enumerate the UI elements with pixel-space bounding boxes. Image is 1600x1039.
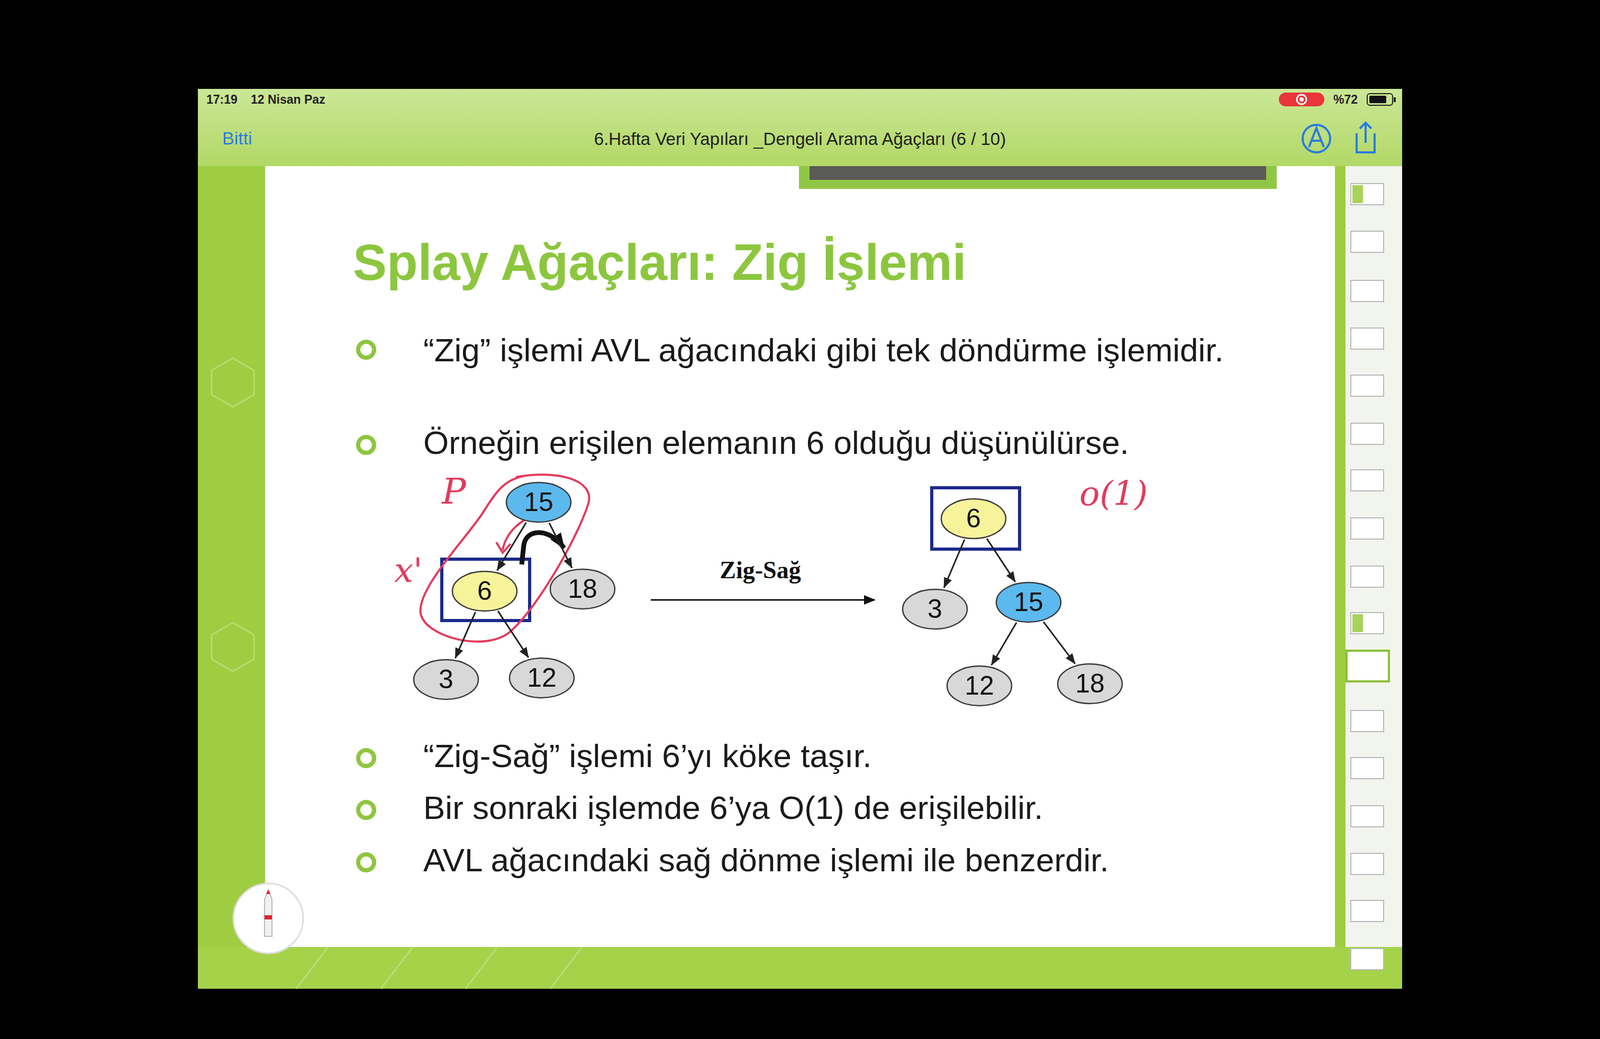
tree-node: 15 bbox=[995, 581, 1062, 624]
node-key: 3 bbox=[438, 664, 454, 695]
node-key: 12 bbox=[526, 662, 557, 693]
record-dot-inner bbox=[1299, 97, 1304, 102]
node-key: 15 bbox=[523, 487, 554, 517]
tree-node: 12 bbox=[508, 657, 576, 699]
tree-node: 15 bbox=[505, 481, 572, 524]
screen-ground bbox=[197, 88, 1403, 989]
rotation-arrow bbox=[521, 532, 565, 565]
pencil-body bbox=[264, 889, 272, 937]
bullet-text: Bir sonraki işlemde 6’ya O(1) de erişile… bbox=[423, 788, 1044, 828]
hex-pattern bbox=[211, 358, 254, 672]
battery-tip bbox=[1393, 97, 1396, 103]
node-key: 6 bbox=[477, 576, 493, 606]
handwritten-note: x' bbox=[394, 550, 423, 592]
slide-top-frame bbox=[798, 166, 1277, 189]
tree-node: 6 bbox=[451, 570, 518, 613]
node-outline bbox=[509, 658, 575, 698]
tree-edge bbox=[943, 539, 965, 588]
node-outline bbox=[452, 571, 517, 612]
node-key: 3 bbox=[927, 594, 943, 624]
tree-edge bbox=[455, 612, 476, 659]
slide bbox=[265, 166, 1335, 948]
slide-title: Splay Ağaçları: Zig İşlemi bbox=[352, 231, 967, 293]
node-key: 15 bbox=[1013, 587, 1044, 617]
battery-level bbox=[1369, 95, 1387, 104]
record-dot bbox=[1296, 94, 1307, 105]
node-key: 6 bbox=[966, 503, 981, 534]
operation-label: Zig-Sağ bbox=[654, 555, 867, 585]
node-outline bbox=[947, 666, 1012, 706]
node-outline bbox=[1057, 664, 1123, 704]
record-pill bbox=[1278, 92, 1325, 107]
pencil-tip bbox=[266, 889, 271, 895]
pencil-button bbox=[233, 883, 304, 954]
battery-percent: %72 bbox=[1333, 92, 1358, 108]
bottom-pattern bbox=[296, 947, 583, 989]
status-date: 12 Nisan Paz bbox=[250, 92, 326, 108]
tree-node: 3 bbox=[412, 658, 480, 701]
tree-edge bbox=[991, 622, 1017, 666]
document-title: 6.Hafta Veri Yapıları _Dengeli Arama Ağa… bbox=[476, 128, 1124, 150]
markup-icon bbox=[1302, 124, 1331, 153]
markup-pen bbox=[1308, 128, 1324, 148]
highlight-box bbox=[441, 559, 530, 621]
left-strip bbox=[197, 166, 266, 948]
thumbnail-accents bbox=[1352, 185, 1363, 633]
transform-arrow bbox=[650, 599, 875, 602]
node-key: 18 bbox=[1075, 668, 1105, 699]
done-button: Bitti bbox=[222, 127, 253, 150]
thumbnails bbox=[1346, 183, 1389, 970]
tree-edge bbox=[496, 522, 526, 571]
slide-top-bar bbox=[809, 166, 1267, 180]
tree-edge bbox=[497, 611, 529, 658]
node-key: 18 bbox=[567, 574, 598, 604]
highlight-box bbox=[931, 487, 1020, 550]
tree-node: 3 bbox=[901, 588, 969, 631]
node-outline bbox=[941, 498, 1006, 539]
thumbnail-sidebar bbox=[1345, 166, 1403, 948]
tree-edge bbox=[986, 538, 1016, 583]
sidebar-edge bbox=[1334, 166, 1346, 948]
battery bbox=[1367, 93, 1393, 106]
bullet-rings bbox=[358, 341, 375, 871]
node-outline bbox=[902, 589, 968, 630]
tree-edge bbox=[1043, 621, 1076, 664]
bullet-text: “Zig-Sağ” işlemi 6’yı köke taşır. bbox=[423, 736, 872, 776]
pencil-band bbox=[264, 915, 272, 920]
annotation-arrow bbox=[496, 515, 532, 553]
handwritten-note: o(1) bbox=[1079, 473, 1148, 515]
node-outline bbox=[550, 569, 615, 609]
toolbar bbox=[197, 88, 1403, 167]
node-outline bbox=[413, 659, 479, 700]
share-icon bbox=[1356, 122, 1375, 153]
tree-edge bbox=[549, 522, 572, 568]
node-outline bbox=[506, 482, 571, 523]
tree-node: 6 bbox=[940, 497, 1007, 540]
handwritten-note: P bbox=[441, 469, 467, 514]
status-time: 17:19 bbox=[206, 92, 238, 108]
bottom-strip bbox=[197, 947, 1403, 989]
bullet-text: AVL ağacındaki sağ dönme işlemi ile benz… bbox=[423, 840, 1109, 880]
tree-node: 12 bbox=[946, 665, 1013, 707]
bullet-text: Örneğin erişilen elemanın 6 olduğu düşün… bbox=[423, 423, 1130, 463]
tree-node: 18 bbox=[549, 568, 616, 611]
node-outline bbox=[996, 582, 1061, 623]
bullet-text: “Zig” işlemi AVL ağacındaki gibi tek dön… bbox=[423, 328, 1249, 372]
node-key: 12 bbox=[964, 670, 995, 701]
tree-node: 18 bbox=[1056, 662, 1124, 705]
